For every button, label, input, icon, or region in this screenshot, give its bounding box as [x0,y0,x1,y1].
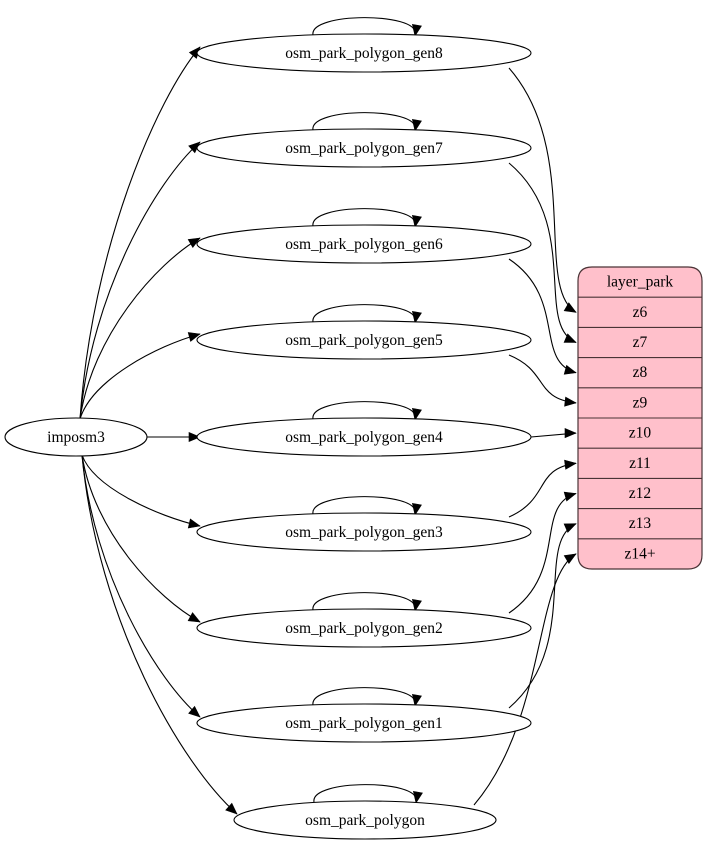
edge-gen5-to-z9 [508,354,577,404]
node-gen8[interactable]: osm_park_polygon_gen8 [196,33,532,73]
self-loop-base [313,784,417,803]
edge-arrowhead-imposm3-gen2 [187,612,201,623]
edge-arrowhead-imposm3-base [225,802,238,815]
table-row-z11[interactable]: z11 [629,455,651,472]
table-row-z7[interactable]: z7 [633,334,648,351]
self-loop-gen2 [312,592,416,611]
edge-imposm3-to-gen8 [79,46,201,420]
self-loop-arrowhead-gen6 [411,214,422,228]
self-loop-arrowhead-base [412,790,423,804]
edge-arrowhead-gen7-z7 [563,333,577,343]
self-loop-gen1 [312,687,416,706]
edge-arrowhead-imposm3-gen3 [187,518,201,529]
node-label-gen8: osm_park_polygon_gen8 [285,45,443,62]
node-ellipse-gen5 [196,320,532,360]
edge-gen8-to-z6 [508,67,577,313]
node-label-gen2: osm_park_polygon_gen2 [285,620,443,637]
self-loop-arrowhead-gen5 [411,310,422,324]
table-row-z9[interactable]: z9 [633,394,648,411]
node-ellipse-gen6 [196,224,532,264]
edge-arrowhead-gen6-z8 [563,364,577,375]
node-gen1[interactable]: osm_park_polygon_gen1 [196,703,532,743]
edge-imposm3-to-gen2 [81,454,201,623]
node-label-gen6: osm_park_polygon_gen6 [285,236,443,253]
edge-arrowhead-imposm3-gen5 [187,332,201,342]
edges-layer [79,46,577,815]
layer-park-table-header: layer_park [607,274,674,291]
table-row-z12[interactable]: z12 [629,485,651,502]
node-label-gen1: osm_park_polygon_gen1 [285,715,443,732]
edge-imposm3-to-gen6 [79,237,201,420]
edge-gen2-to-z12 [508,492,577,614]
self-loop-gen4 [312,401,416,420]
edge-arrowhead-imposm3-gen1 [188,705,201,718]
self-loop-gen8 [312,17,416,36]
node-label-gen5: osm_park_polygon_gen5 [285,332,443,349]
node-ellipse-gen8 [196,33,532,73]
edge-arrowhead-imposm3-gen6 [187,237,201,249]
self-loop-gen7 [312,112,416,131]
table-row-z6[interactable]: z6 [633,304,648,321]
edge-arrowhead-gen4-z10 [564,428,577,439]
table-row-z14plus[interactable]: z14+ [624,545,655,562]
nodes-layer: imposm3 osm_park_polygon_gen8 osm_park_pol… [4,33,532,840]
self-loop-gen6 [312,208,416,227]
layer-park-table: layer_park z6 z7 z8 z9 z10 z11 z12 z13 z14+ [577,266,703,570]
node-gen6[interactable]: osm_park_polygon_gen6 [196,224,532,264]
edge-imposm3-to-base [81,454,238,815]
self-loop-arrowhead-gen4 [411,407,422,421]
node-gen3[interactable]: osm_park_polygon_gen3 [196,512,532,552]
edge-imposm3-to-gen3 [81,454,201,527]
self-loop-arrowhead-gen2 [411,598,422,612]
node-ellipse-base [233,800,497,840]
edge-imposm3-to-gen7 [79,141,201,420]
self-loop-arrowhead-gen8 [411,23,422,37]
node-label-gen4: osm_park_polygon_gen4 [285,429,443,446]
node-ellipse-imposm3 [4,417,148,457]
node-label-gen7: osm_park_polygon_gen7 [285,140,443,157]
edge-arrowhead-base-z14plus [563,553,577,565]
self-loop-gen5 [312,304,416,323]
edge-arrowhead-gen1-z13 [563,523,577,533]
edge-imposm3-to-gen5 [79,333,201,420]
node-ellipse-gen3 [196,512,532,552]
edge-arrowhead-gen3-z11 [564,459,577,470]
edge-arrowhead-imposm3-gen4 [188,431,201,443]
edge-gen7-to-z7 [508,162,577,344]
edge-base-to-z14plus [473,553,577,806]
edge-gen6-to-z8 [508,258,577,374]
self-loop-arrowhead-gen3 [411,502,422,516]
node-gen4[interactable]: osm_park_polygon_gen4 [196,417,532,457]
node-gen7[interactable]: osm_park_polygon_gen7 [196,128,532,168]
node-label-imposm3: imposm3 [47,429,105,446]
node-ellipse-gen7 [196,128,532,168]
node-imposm3[interactable]: imposm3 [4,417,148,457]
node-base[interactable]: osm_park_polygon [233,800,497,840]
edge-arrowhead-gen8-z6 [563,302,577,313]
node-ellipse-gen1 [196,703,532,743]
self-loop-gen3 [312,496,416,515]
edge-gen3-to-z11 [508,462,577,518]
edge-arrowhead-gen5-z9 [564,396,577,407]
node-ellipse-gen2 [196,608,532,648]
edge-gen1-to-z13 [508,523,577,709]
node-label-gen3: osm_park_polygon_gen3 [285,524,443,541]
node-gen5[interactable]: osm_park_polygon_gen5 [196,320,532,360]
node-ellipse-gen4 [196,417,532,457]
edge-arrowhead-gen2-z12 [563,491,577,502]
self-loop-arrowhead-gen7 [411,118,422,132]
node-gen2[interactable]: osm_park_polygon_gen2 [196,608,532,648]
node-label-base: osm_park_polygon [305,812,425,829]
table-row-z13[interactable]: z13 [629,515,652,532]
self-loops-layer [312,17,423,804]
table-row-z8[interactable]: z8 [633,364,648,381]
edge-imposm3-to-gen1 [81,454,201,718]
table-row-z10[interactable]: z10 [629,425,652,442]
self-loop-arrowhead-gen1 [411,693,422,707]
